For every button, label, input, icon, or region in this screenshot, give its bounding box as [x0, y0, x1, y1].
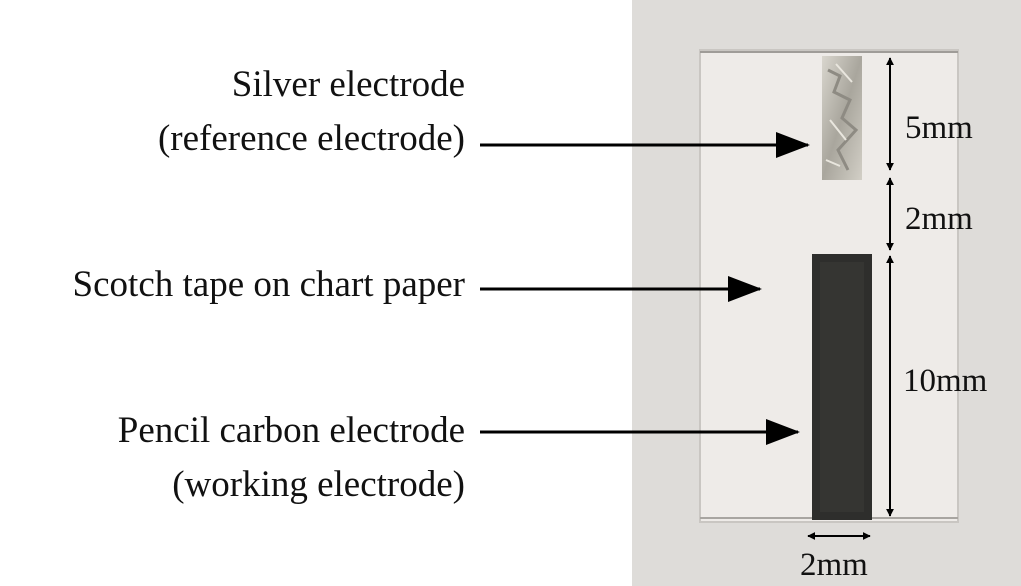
pencil-label-line1: Pencil carbon electrode [117, 410, 465, 451]
silver-label-line2: (reference electrode) [157, 118, 465, 159]
silver-label-line1: Silver electrode [231, 64, 465, 105]
pencil-label-line2: (working electrode) [172, 464, 465, 505]
pointer-arrow-tape-head [728, 276, 762, 302]
pencil-electrode-label: Pencil carbon electrode (working electro… [118, 404, 465, 512]
dimension-label-gap: 2mm [905, 201, 973, 237]
tape-label: Scotch tape on chart paper [73, 258, 465, 312]
silver-texture [827, 68, 859, 171]
carbon-texture [820, 262, 864, 512]
dimension-label-carbon-length: 10mm [903, 363, 988, 399]
dimension-label-carbon-width: 2mm [800, 547, 868, 583]
silver-highlight [825, 63, 853, 167]
pointer-arrow-pencil-head [766, 419, 800, 445]
silver-electrode-label: Silver electrode (reference electrode) [158, 58, 465, 166]
pointer-arrow-silver-head [776, 132, 810, 158]
dimension-label-silver: 5mm [905, 110, 973, 146]
tape-label-text: Scotch tape on chart paper [72, 264, 465, 305]
